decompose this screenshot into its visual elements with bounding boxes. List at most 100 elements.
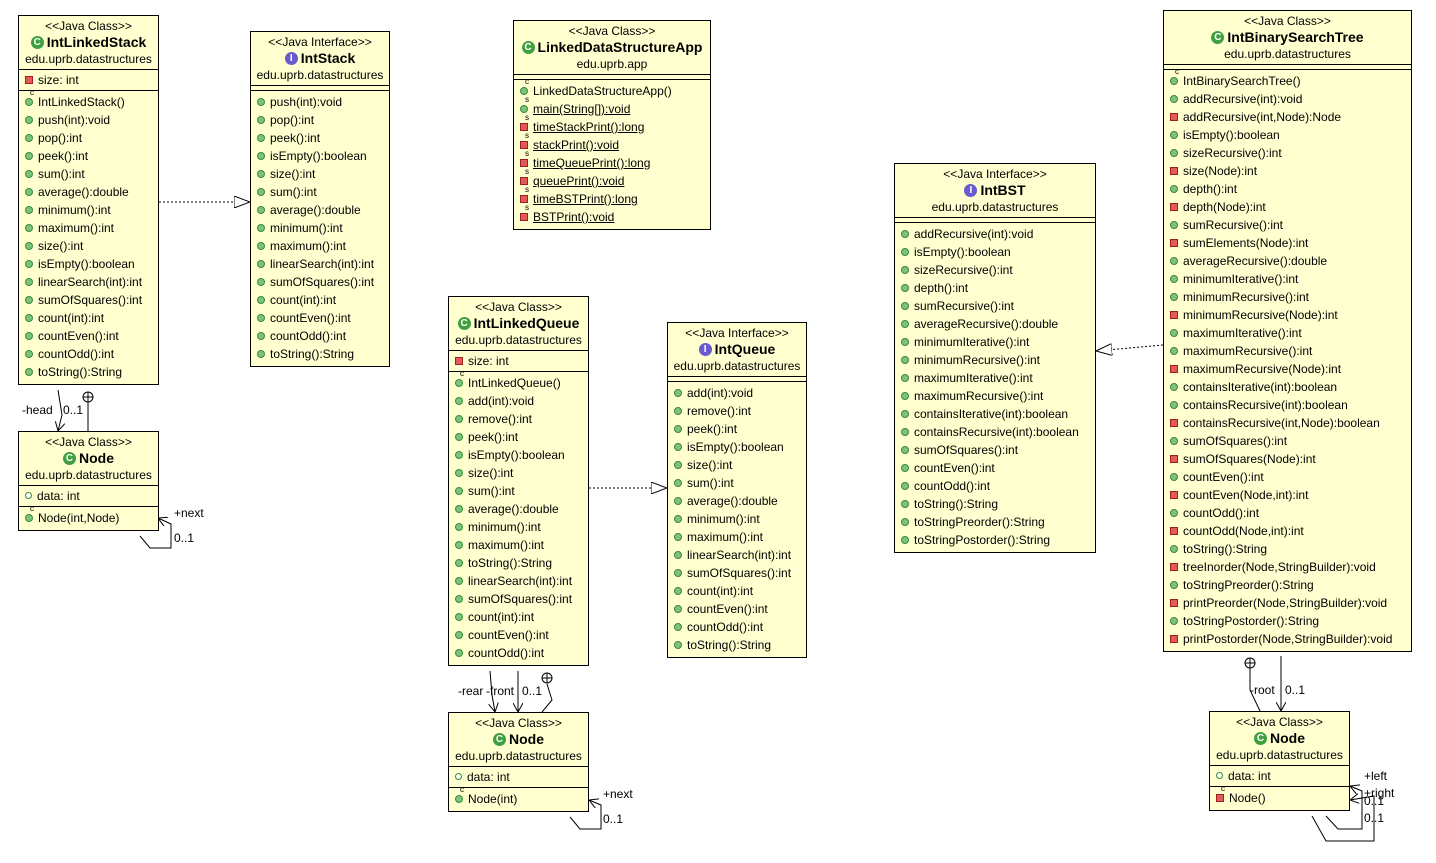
method-row[interactable]: addRecursive(int):void — [1164, 90, 1411, 108]
method-row[interactable]: toString():String — [895, 495, 1095, 513]
method-row[interactable]: sumOfSquares():int — [1164, 432, 1411, 450]
method-row[interactable]: maximumRecursive(Node):int — [1164, 360, 1411, 378]
method-row[interactable]: maximumIterative():int — [895, 369, 1095, 387]
method-row[interactable]: pop():int — [19, 129, 158, 147]
method-row[interactable]: averageRecursive():double — [1164, 252, 1411, 270]
method-row[interactable]: depth():int — [1164, 180, 1411, 198]
method-row[interactable]: countOdd():int — [668, 618, 806, 636]
method-row[interactable]: push(int):void — [19, 111, 158, 129]
method-row[interactable]: maximumRecursive():int — [895, 387, 1095, 405]
method-row[interactable]: countEven():int — [1164, 468, 1411, 486]
method-row[interactable]: sumOfSquares(Node):int — [1164, 450, 1411, 468]
method-row[interactable]: sizeRecursive():int — [895, 261, 1095, 279]
method-row[interactable]: countOdd(Node,int):int — [1164, 522, 1411, 540]
method-row[interactable]: remove():int — [668, 402, 806, 420]
method-row[interactable]: toString():String — [449, 554, 588, 572]
method-row[interactable]: countOdd():int — [251, 327, 389, 345]
method-row[interactable]: depth():int — [895, 279, 1095, 297]
method-row[interactable]: sumRecursive():int — [895, 297, 1095, 315]
method-row[interactable]: countEven():int — [19, 327, 158, 345]
method-row[interactable]: average():double — [19, 183, 158, 201]
method-row[interactable]: add(int):void — [668, 384, 806, 402]
method-row[interactable]: isEmpty():boolean — [895, 243, 1095, 261]
method-row[interactable]: linearSearch(int):int — [19, 273, 158, 291]
method-row[interactable]: pop():int — [251, 111, 389, 129]
method-row[interactable]: size():int — [19, 237, 158, 255]
method-row[interactable]: printPostorder(Node,StringBuilder):void — [1164, 630, 1411, 648]
method-row[interactable]: containsRecursive(int,Node):boolean — [1164, 414, 1411, 432]
method-row[interactable]: toString():String — [668, 636, 806, 654]
method-row[interactable]: countOdd():int — [449, 644, 588, 662]
method-row[interactable]: printPreorder(Node,StringBuilder):void — [1164, 594, 1411, 612]
method-row[interactable]: peek():int — [251, 129, 389, 147]
method-row[interactable]: average():double — [251, 201, 389, 219]
method-row[interactable]: size():int — [449, 464, 588, 482]
method-row[interactable]: containsRecursive(int):boolean — [895, 423, 1095, 441]
method-row[interactable]: addRecursive(int,Node):Node — [1164, 108, 1411, 126]
method-row[interactable]: containsIterative(int):boolean — [1164, 378, 1411, 396]
method-row[interactable]: minimum():int — [19, 201, 158, 219]
method-row[interactable]: toString():String — [19, 363, 158, 381]
method-row[interactable]: minimum():int — [668, 510, 806, 528]
method-row[interactable]: maximum():int — [19, 219, 158, 237]
method-row[interactable]: toStringPostorder():String — [895, 531, 1095, 549]
method-row[interactable]: isEmpty():boolean — [19, 255, 158, 273]
method-row[interactable]: toStringPreorder():String — [1164, 576, 1411, 594]
method-row[interactable]: minimum():int — [449, 518, 588, 536]
method-row[interactable]: remove():int — [449, 410, 588, 428]
method-row[interactable]: countEven():int — [251, 309, 389, 327]
method-row[interactable]: countOdd():int — [895, 477, 1095, 495]
method-row[interactable]: count(int):int — [449, 608, 588, 626]
method-row[interactable]: linearSearch(int):int — [251, 255, 389, 273]
method-row[interactable]: maximumIterative():int — [1164, 324, 1411, 342]
method-row[interactable]: addRecursive(int):void — [895, 225, 1095, 243]
method-row[interactable]: countOdd():int — [1164, 504, 1411, 522]
method-row[interactable]: peek():int — [19, 147, 158, 165]
method-row[interactable]: countEven():int — [668, 600, 806, 618]
method-row[interactable]: sum():int — [19, 165, 158, 183]
method-row[interactable]: averageRecursive():double — [895, 315, 1095, 333]
method-row[interactable]: peek():int — [668, 420, 806, 438]
method-row[interactable]: sumElements(Node):int — [1164, 234, 1411, 252]
method-row[interactable]: countEven():int — [895, 459, 1095, 477]
method-row[interactable]: isEmpty():boolean — [449, 446, 588, 464]
method-row[interactable]: containsIterative(int):boolean — [895, 405, 1095, 423]
method-row[interactable]: linearSearch(int):int — [449, 572, 588, 590]
method-row[interactable]: minimumRecursive(Node):int — [1164, 306, 1411, 324]
method-row[interactable]: size():int — [251, 165, 389, 183]
method-row[interactable]: push(int):void — [251, 93, 389, 111]
method-row[interactable]: containsRecursive(int):boolean — [1164, 396, 1411, 414]
method-row[interactable]: toString():String — [251, 345, 389, 363]
method-row[interactable]: linearSearch(int):int — [668, 546, 806, 564]
method-row[interactable]: count(int):int — [668, 582, 806, 600]
method-row[interactable]: sizeRecursive():int — [1164, 144, 1411, 162]
method-row[interactable]: toString():String — [1164, 540, 1411, 558]
method-row[interactable]: toStringPostorder():String — [1164, 612, 1411, 630]
method-row[interactable]: maximumRecursive():int — [1164, 342, 1411, 360]
method-row[interactable]: sumRecursive():int — [1164, 216, 1411, 234]
method-row[interactable]: count(int):int — [251, 291, 389, 309]
method-row[interactable]: sumOfSquares():int — [19, 291, 158, 309]
method-row[interactable]: add(int):void — [449, 392, 588, 410]
method-row[interactable]: minimumIterative():int — [895, 333, 1095, 351]
method-row[interactable]: treeInorder(Node,StringBuilder):void — [1164, 558, 1411, 576]
method-row[interactable]: minimumIterative():int — [1164, 270, 1411, 288]
method-row[interactable]: sum():int — [668, 474, 806, 492]
method-row[interactable]: size():int — [668, 456, 806, 474]
